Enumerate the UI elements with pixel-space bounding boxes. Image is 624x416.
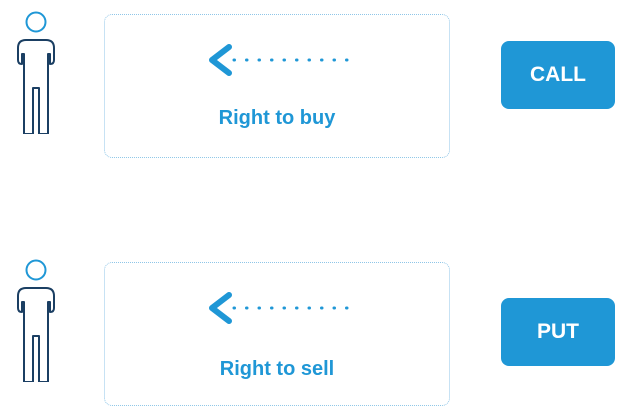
right-to-buy-card: Right to buy [104, 14, 450, 158]
arrow-left-icon [209, 44, 358, 76]
right-to-sell-label: Right to sell [219, 358, 335, 380]
call-row: Right to buy CALL [0, 8, 624, 168]
right-to-buy-label: Right to buy [218, 107, 336, 129]
put-button[interactable]: PUT [501, 298, 615, 366]
person-icon [17, 259, 55, 382]
put-row: Right to sell PUT [0, 256, 624, 416]
arrow-left-icon [209, 292, 358, 324]
call-button[interactable]: CALL [501, 41, 615, 109]
person-icon [17, 11, 55, 134]
right-to-sell-card: Right to sell [104, 262, 450, 406]
